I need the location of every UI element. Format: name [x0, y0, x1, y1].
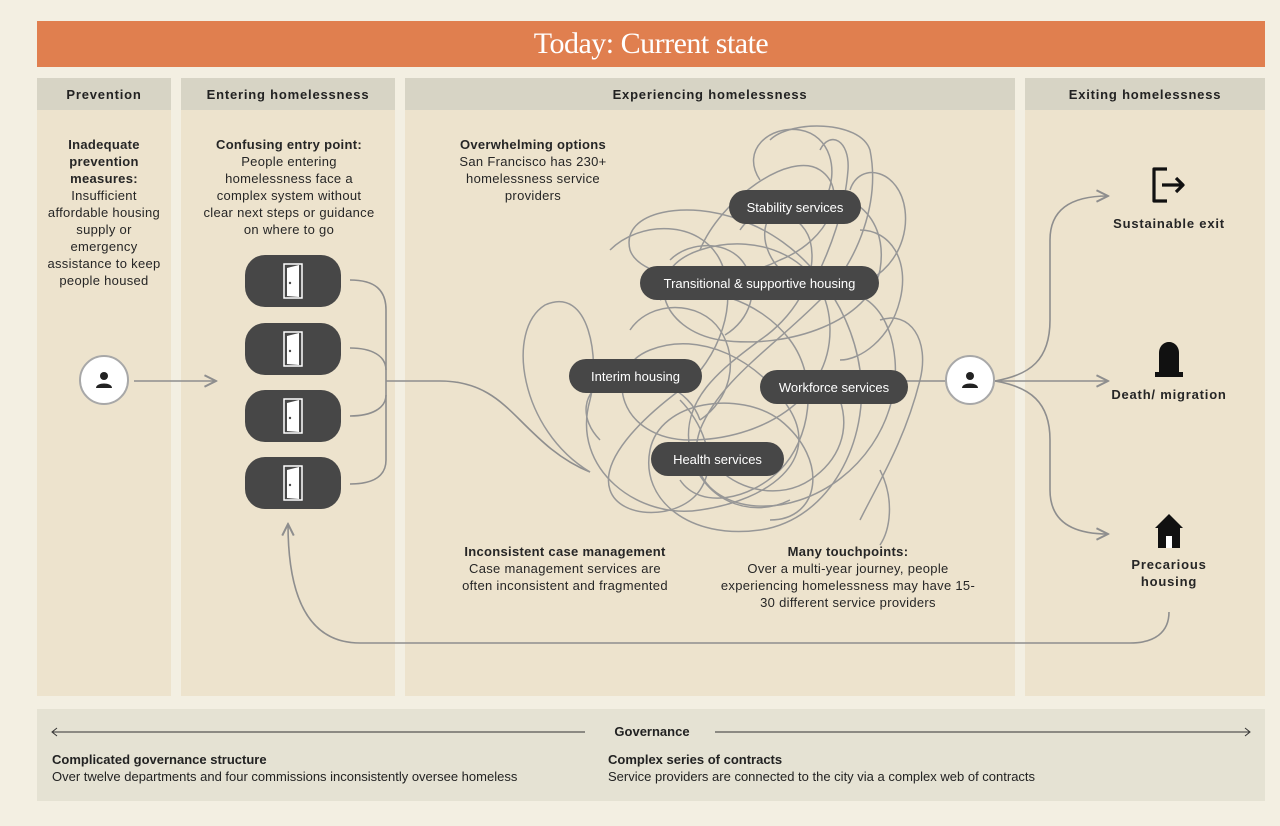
exit-label-death-migration: Death/ migration — [1111, 387, 1227, 402]
governance-arrow — [51, 727, 1251, 737]
experiencing-header: Experiencing homelessness — [405, 78, 1015, 110]
prevention-note-body: Insufficient affordable housing supply o… — [47, 188, 161, 288]
case-management-title: Inconsistent case management — [464, 544, 666, 559]
exiting-header: Exiting homelessness — [1025, 78, 1265, 110]
arrow-to-precarious-housing — [994, 380, 1108, 534]
prevention-column: Prevention — [37, 78, 171, 696]
touchpoints-note: Many touchpoints: Over a multi-year jour… — [718, 543, 978, 611]
exit-door-icon — [1152, 167, 1185, 203]
tombstone-icon — [1155, 342, 1183, 377]
entry-point-3 — [245, 390, 341, 442]
return-loop-arrow — [288, 524, 1170, 644]
governance-structure-title: Complicated governance structure — [52, 752, 267, 767]
governance-structure-body: Over twelve departments and four commiss… — [52, 769, 518, 784]
governance-structure-note: Complicated governance structure Over tw… — [52, 751, 592, 785]
contracts-body: Service providers are connected to the c… — [608, 769, 1036, 784]
service-health: Health services — [651, 442, 784, 476]
entry-point-2 — [245, 323, 341, 375]
entering-header: Entering homelessness — [181, 78, 395, 110]
entering-note: Confusing entry point: People entering h… — [201, 136, 377, 238]
service-transitional-housing: Transitional & supportive housing — [640, 266, 879, 300]
door-bracket — [349, 279, 387, 485]
service-tangle — [522, 125, 924, 546]
entry-point-1 — [245, 255, 341, 307]
service-workforce: Workforce services — [760, 370, 908, 404]
entering-note-body: People entering homelessness face a comp… — [203, 154, 375, 237]
door-icon — [283, 263, 303, 299]
governance-panel: Governance Complicated governance struct… — [37, 709, 1265, 801]
exit-label-sustainable: Sustainable exit — [1113, 216, 1225, 231]
arrow-to-sustainable-exit — [994, 196, 1108, 382]
person-entering-icon — [79, 355, 129, 405]
prevention-note: Inadequate prevention measures: Insuffic… — [44, 136, 164, 289]
door-icon — [283, 465, 303, 501]
door-icon — [283, 331, 303, 367]
page-title: Today: Current state — [533, 27, 769, 60]
options-note-title: Overwhelming options — [459, 137, 607, 152]
service-stability: Stability services — [729, 190, 861, 224]
exit-label-precarious-housing: Precarious housing — [1131, 557, 1207, 589]
case-management-body: Case management services are often incon… — [462, 561, 668, 593]
contracts-title: Complex series of contracts — [608, 752, 783, 767]
entering-note-title: Confusing entry point: — [216, 137, 362, 152]
door-icon — [283, 398, 303, 434]
prevention-note-title: Inadequate prevention measures: — [68, 137, 140, 186]
entry-point-4 — [245, 457, 341, 509]
page-title-banner: Today: Current state — [37, 21, 1265, 67]
touchpoints-body: Over a multi-year journey, people experi… — [720, 561, 976, 610]
options-note: Overwhelming options San Francisco has 2… — [450, 136, 616, 204]
governance-title: Governance — [612, 724, 692, 739]
experiencing-column: Experiencing homelessness — [405, 78, 1015, 696]
house-icon — [1155, 514, 1183, 548]
case-management-note: Inconsistent case management Case manage… — [455, 543, 675, 594]
touchpoints-title: Many touchpoints: — [787, 544, 909, 559]
options-note-body: San Francisco has 230+ homelessness serv… — [459, 154, 607, 203]
entering-column: Entering homelessness — [181, 78, 395, 696]
entry-to-services-line — [386, 380, 591, 473]
exiting-column: Exiting homelessness — [1025, 78, 1265, 696]
service-interim-housing: Interim housing — [569, 359, 702, 393]
prevention-header: Prevention — [37, 78, 171, 110]
contracts-note: Complex series of contracts Service prov… — [608, 751, 1208, 785]
person-exiting-icon — [945, 355, 995, 405]
